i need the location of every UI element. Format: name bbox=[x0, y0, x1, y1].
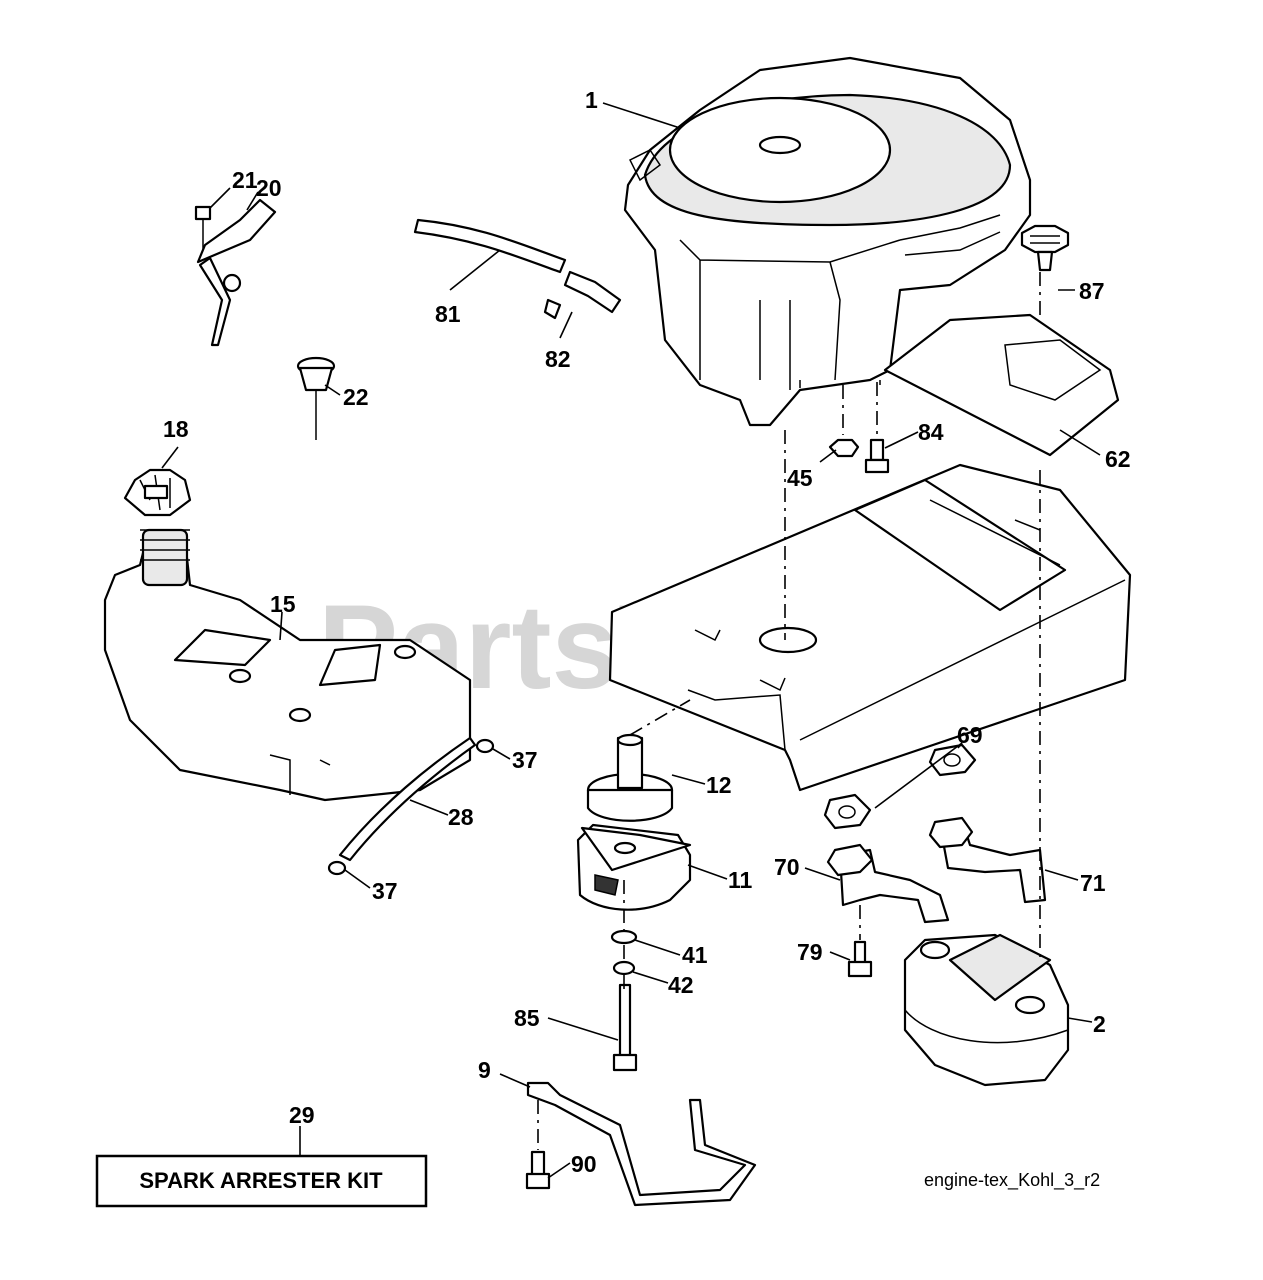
callout-15: 15 bbox=[270, 591, 296, 617]
callout-37-bottom: 37 bbox=[372, 878, 398, 904]
gaskets-69[interactable] bbox=[823, 743, 977, 830]
engine[interactable] bbox=[623, 56, 1032, 427]
fuel-hose-28[interactable] bbox=[338, 736, 477, 862]
kit-box bbox=[95, 1154, 428, 1208]
fuel-cap-18[interactable] bbox=[123, 468, 192, 517]
pto-clutch-11[interactable] bbox=[576, 823, 692, 911]
callout-20: 20 bbox=[256, 175, 282, 201]
bolt-21[interactable] bbox=[194, 205, 212, 250]
callout-62: 62 bbox=[1105, 446, 1131, 472]
choke-knob-22[interactable] bbox=[296, 356, 336, 440]
callout-28: 28 bbox=[448, 804, 474, 830]
callout-87: 87 bbox=[1079, 278, 1105, 304]
fuel-filter-82[interactable] bbox=[543, 270, 622, 320]
chassis-frame bbox=[608, 463, 1132, 792]
callout-1: 1 bbox=[585, 87, 598, 113]
callout-labels: 1 2 9 11 12 15 18 20 21 22 28 37 37 41 4… bbox=[163, 87, 1131, 1177]
bolt-90[interactable] bbox=[525, 1150, 551, 1190]
bolt-85[interactable] bbox=[612, 983, 638, 1072]
callout-84: 84 bbox=[918, 419, 944, 445]
nut-45[interactable] bbox=[828, 438, 860, 458]
callout-21: 21 bbox=[232, 167, 258, 193]
callout-37-top: 37 bbox=[512, 747, 538, 773]
callout-12: 12 bbox=[706, 772, 732, 798]
exhaust-pipes-70-71[interactable] bbox=[826, 816, 1047, 924]
callout-70: 70 bbox=[774, 854, 800, 880]
bolt-84[interactable] bbox=[864, 438, 890, 474]
bracket-rod-9[interactable] bbox=[526, 1081, 757, 1207]
callout-79: 79 bbox=[797, 939, 823, 965]
leader-lines bbox=[161, 102, 1101, 1179]
callout-85: 85 bbox=[514, 1005, 540, 1031]
knob-87[interactable] bbox=[1020, 224, 1070, 272]
clamp-37-bottom[interactable] bbox=[327, 860, 347, 876]
callout-2: 2 bbox=[1093, 1011, 1106, 1037]
callout-90: 90 bbox=[571, 1151, 597, 1177]
clamp-37-top[interactable] bbox=[475, 738, 495, 754]
callout-81: 81 bbox=[435, 301, 461, 327]
pulley-12[interactable] bbox=[586, 733, 674, 822]
callout-69: 69 bbox=[957, 722, 983, 748]
heat-shield-62[interactable] bbox=[883, 313, 1120, 457]
callout-45: 45 bbox=[787, 465, 813, 491]
washer-41[interactable] bbox=[610, 929, 638, 945]
alignment-lines bbox=[537, 272, 1041, 1150]
washer-42[interactable] bbox=[612, 960, 636, 976]
callout-18: 18 bbox=[163, 416, 189, 442]
callout-42: 42 bbox=[668, 972, 694, 998]
callout-9: 9 bbox=[478, 1057, 491, 1083]
diagram-caption: engine-tex_Kohl_3_r2 bbox=[924, 1170, 1100, 1191]
throttle-bracket-20[interactable] bbox=[196, 198, 277, 347]
spark-arrester-kit[interactable]: 29 SPARK ARRESTER KIT bbox=[95, 1102, 428, 1208]
fuel-line-81[interactable] bbox=[413, 218, 567, 274]
callout-11: 11 bbox=[728, 867, 753, 893]
muffler-2[interactable] bbox=[903, 933, 1070, 1087]
bolt-79[interactable] bbox=[847, 940, 873, 978]
fuel-tank-15[interactable] bbox=[103, 528, 472, 802]
callout-41: 41 bbox=[682, 942, 708, 968]
callout-82: 82 bbox=[545, 346, 571, 372]
callout-29: 29 bbox=[289, 1102, 315, 1128]
callout-22: 22 bbox=[343, 384, 369, 410]
kit-label: SPARK ARRESTER KIT bbox=[139, 1168, 383, 1193]
callout-71: 71 bbox=[1080, 870, 1106, 896]
